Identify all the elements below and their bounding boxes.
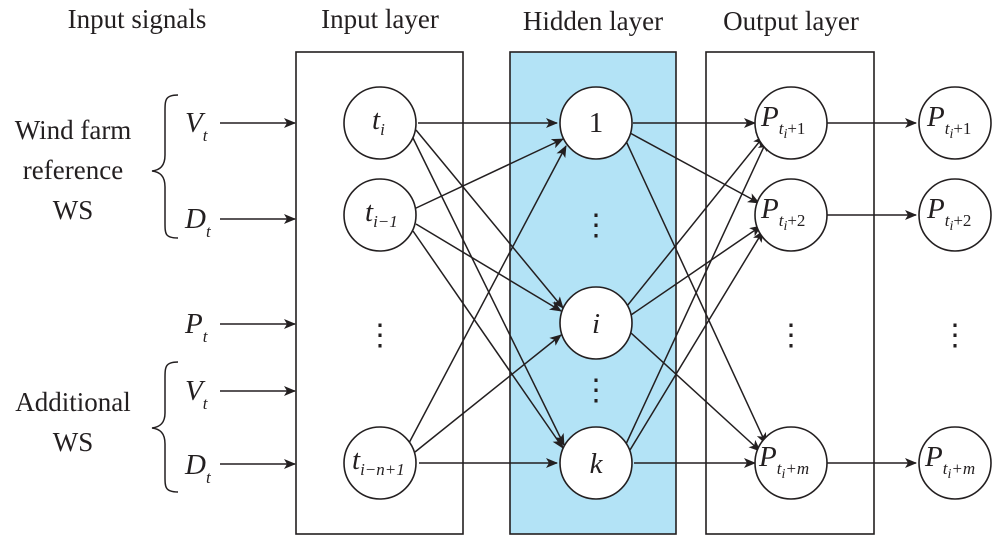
signal-v-wind-farm: Vt: [185, 107, 209, 145]
svg-text:WS: WS: [53, 427, 94, 457]
input-node-ti-n1: ti−n+1: [343, 426, 417, 500]
svg-text:ti: ti: [372, 104, 385, 139]
signal-d-additional: Dt: [184, 449, 212, 487]
svg-text:Pti+2: Pti+2: [926, 193, 971, 234]
signal-d-wind-farm: Dt: [184, 203, 212, 241]
output-node-p2: Pti+2: [754, 178, 828, 252]
input-node-ti-1: ti−1: [343, 178, 417, 252]
output-to-result-arrows: [827, 118, 917, 468]
svg-text:ti−n+1: ti−n+1: [352, 444, 405, 479]
header-output-layer: Output layer: [723, 6, 859, 36]
svg-text:Pti+1: Pti+1: [760, 101, 805, 142]
svg-text:reference: reference: [23, 155, 123, 185]
input-node-ti: ti: [343, 86, 417, 160]
wind-farm-reference-ws-label: Wind farm reference WS: [15, 115, 132, 225]
input-layer-box: [295, 51, 464, 535]
svg-text:i: i: [592, 308, 600, 340]
hidden-layer-ellipsis-bottom: ⋮: [581, 374, 611, 407]
svg-text:Wind farm: Wind farm: [15, 115, 132, 145]
hidden-to-output-connections: [625, 118, 768, 468]
svg-text:1: 1: [589, 107, 604, 139]
hidden-node-k: k: [559, 426, 633, 500]
hidden-layer-ellipsis-top: ⋮: [581, 209, 611, 242]
brace-wind-farm: [151, 94, 179, 239]
input-to-hidden-connections: [408, 118, 567, 468]
result-ellipsis: ⋮: [940, 319, 970, 352]
hidden-node-i: i: [559, 286, 633, 360]
signal-v-additional: Vt: [185, 375, 209, 413]
svg-text:Additional: Additional: [15, 387, 131, 417]
result-node-pm: Pti+m: [918, 426, 992, 500]
output-layer-ellipsis: ⋮: [776, 319, 806, 352]
input-layer-ellipsis: ⋮: [365, 319, 395, 352]
result-node-p2: Pti+2: [918, 178, 992, 252]
header-input-layer: Input layer: [321, 4, 439, 34]
header-input-signals: Input signals: [68, 4, 207, 34]
output-node-p1: Pti+1: [754, 86, 828, 160]
svg-text:ti−1: ti−1: [365, 196, 398, 231]
svg-text:Pti+m: Pti+m: [758, 441, 809, 482]
output-node-pm: Pti+m: [754, 426, 828, 500]
additional-ws-label: Additional WS: [15, 387, 131, 457]
result-node-p1: Pti+1: [918, 86, 992, 160]
header-hidden-layer: Hidden layer: [523, 6, 663, 36]
svg-text:Pti+m: Pti+m: [924, 441, 975, 482]
output-layer-box: [705, 51, 875, 535]
svg-text:WS: WS: [53, 195, 94, 225]
svg-text:k: k: [590, 448, 604, 480]
svg-text:Pti+1: Pti+1: [926, 101, 971, 142]
input-signal-arrows: [220, 118, 296, 469]
svg-text:Pti+2: Pti+2: [760, 193, 805, 234]
brace-additional: [151, 361, 179, 493]
hidden-node-1: 1: [559, 86, 633, 160]
signal-p: Pt: [184, 308, 209, 346]
